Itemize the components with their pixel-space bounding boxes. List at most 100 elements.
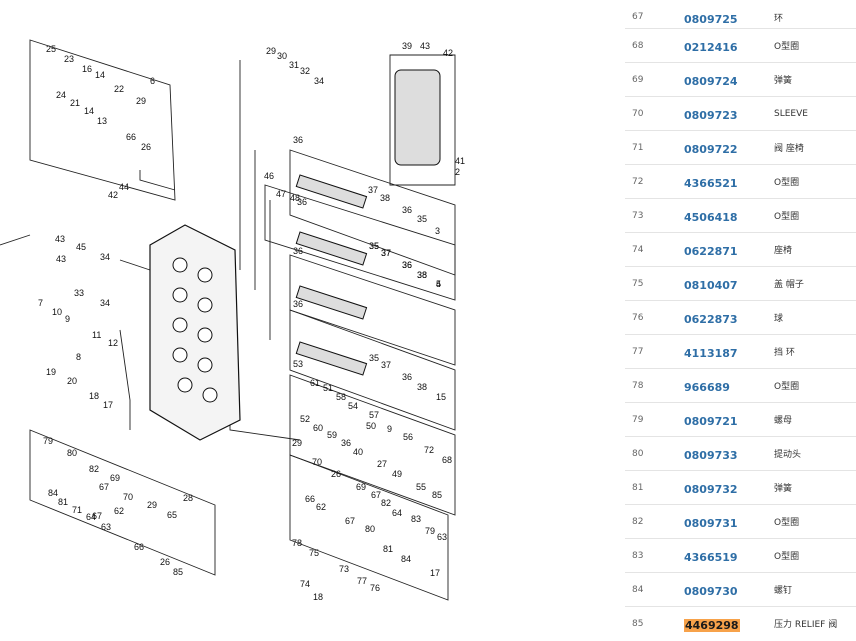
callout-label: 38 bbox=[380, 193, 390, 203]
callout-label: 36 bbox=[297, 197, 307, 207]
callout-label: 38 bbox=[417, 270, 427, 280]
callout-label: 64 bbox=[392, 508, 402, 518]
part-name: 压力 RELIEF 阀 bbox=[774, 620, 838, 630]
part-number-link[interactable]: 0809732 bbox=[684, 483, 738, 496]
part-number-cell: 0809732 bbox=[684, 478, 774, 497]
callout-label: 12 bbox=[108, 338, 118, 348]
part-number-link[interactable]: 0809733 bbox=[684, 449, 738, 462]
callout-label: 82 bbox=[381, 498, 391, 508]
reference-number: 82 bbox=[632, 516, 644, 527]
callout-label: 13 bbox=[97, 116, 107, 126]
part-name: 螺母 bbox=[774, 416, 793, 426]
callout-label: 11 bbox=[92, 330, 101, 340]
callout-label: 81 bbox=[383, 544, 393, 554]
reference-number: 74 bbox=[632, 244, 644, 255]
part-number-link[interactable]: 0622871 bbox=[684, 245, 738, 258]
reference-number: 79 bbox=[632, 414, 644, 425]
exploded-diagram-svg: 2523161424212214136296626424443453443333… bbox=[0, 39, 465, 602]
callout-label: 21 bbox=[70, 98, 80, 108]
callout-label: 82 bbox=[89, 464, 99, 474]
part-number-link[interactable]: 966689 bbox=[684, 381, 730, 394]
callout-label: 14 bbox=[84, 106, 94, 116]
part-number-link[interactable]: 0622873 bbox=[684, 313, 738, 326]
part-number-cell: 4113187 bbox=[684, 342, 774, 361]
callout-label: 9 bbox=[387, 424, 392, 434]
callout-label: 57 bbox=[369, 410, 379, 420]
callout-label: 24 bbox=[56, 90, 66, 100]
callout-label: 80 bbox=[365, 524, 375, 534]
callout-label: 5 bbox=[436, 279, 441, 289]
callout-labels: 2523161424212214136296626424443453443333… bbox=[38, 41, 465, 602]
part-number-cell: 4469298 bbox=[684, 614, 774, 633]
callout-label: 37 bbox=[381, 248, 391, 258]
part-number-link[interactable]: 4113187 bbox=[684, 347, 738, 360]
callout-label: 52 bbox=[300, 414, 310, 424]
part-number-link[interactable]: 0809724 bbox=[684, 75, 738, 88]
callout-label: 38 bbox=[417, 270, 427, 280]
callout-label: 62 bbox=[316, 502, 326, 512]
callout-label: 34 bbox=[100, 298, 110, 308]
callout-label: 9 bbox=[65, 314, 70, 324]
callout-label: 44 bbox=[119, 182, 129, 192]
callout-label: 34 bbox=[314, 76, 324, 86]
part-number-link[interactable]: 0212416 bbox=[684, 41, 738, 54]
part-number-link[interactable]: 0809723 bbox=[684, 109, 738, 122]
callout-label: 19 bbox=[46, 367, 56, 377]
callout-label: 3 bbox=[435, 226, 440, 236]
part-number-link[interactable]: 0809731 bbox=[684, 517, 738, 530]
part-number-link[interactable]: 4506418 bbox=[684, 211, 738, 224]
callout-label: 63 bbox=[101, 522, 111, 532]
part-number-cell: 0809730 bbox=[684, 580, 774, 599]
callout-label: 23 bbox=[64, 54, 74, 64]
callout-label: 17 bbox=[430, 568, 440, 578]
part-number-cell: 0809725 bbox=[684, 8, 774, 27]
callout-label: 72 bbox=[424, 445, 434, 455]
callout-label: 46 bbox=[264, 171, 274, 181]
callout-label: 36 bbox=[293, 246, 303, 256]
callout-label: 2 bbox=[455, 167, 460, 177]
part-number-link[interactable]: 0809722 bbox=[684, 143, 738, 156]
callout-label: 56 bbox=[403, 432, 413, 442]
leader-line bbox=[119, 329, 131, 430]
callout-label: 79 bbox=[425, 526, 435, 536]
part-number-link[interactable]: 0810407 bbox=[684, 279, 738, 292]
callout-label: 38 bbox=[417, 382, 427, 392]
reference-number: 73 bbox=[632, 210, 644, 221]
part-number-link[interactable]: 4469298 bbox=[684, 619, 740, 632]
callout-label: 81 bbox=[58, 497, 68, 507]
inset-box-15 bbox=[289, 374, 456, 516]
part-number-cell: 4506418 bbox=[684, 206, 774, 225]
callout-label: 47 bbox=[276, 189, 286, 199]
reference-number: 80 bbox=[632, 448, 644, 459]
callout-label: 69 bbox=[110, 473, 120, 483]
callout-label: 37 bbox=[381, 248, 391, 258]
callout-label: 66 bbox=[305, 494, 315, 504]
leader-line bbox=[139, 170, 176, 191]
callout-label: 35 bbox=[417, 214, 427, 224]
reference-number: 70 bbox=[632, 108, 644, 119]
part-number-cell: 966689 bbox=[684, 376, 774, 395]
part-number-link[interactable]: 0809721 bbox=[684, 415, 738, 428]
callout-label: 17 bbox=[103, 400, 113, 410]
callout-label: 77 bbox=[357, 576, 367, 586]
part-number-link[interactable]: 4366521 bbox=[684, 177, 738, 190]
part-name: 提动头 bbox=[774, 450, 802, 460]
part-name: SLEEVE bbox=[774, 108, 808, 119]
callout-label: 65 bbox=[167, 510, 177, 520]
part-number-link[interactable]: 0809725 bbox=[684, 12, 738, 26]
callout-label: 55 bbox=[416, 482, 426, 492]
callout-label: 64 bbox=[86, 512, 96, 522]
callout-label: 74 bbox=[300, 579, 310, 589]
part-number-link[interactable]: 0809730 bbox=[684, 585, 738, 598]
part-number-link[interactable]: 4366519 bbox=[684, 551, 738, 564]
part-name: O型圈 bbox=[774, 552, 800, 562]
part-name: O型圈 bbox=[774, 382, 800, 392]
reference-number: 67 bbox=[632, 12, 644, 22]
callout-label: 67 bbox=[99, 482, 109, 492]
